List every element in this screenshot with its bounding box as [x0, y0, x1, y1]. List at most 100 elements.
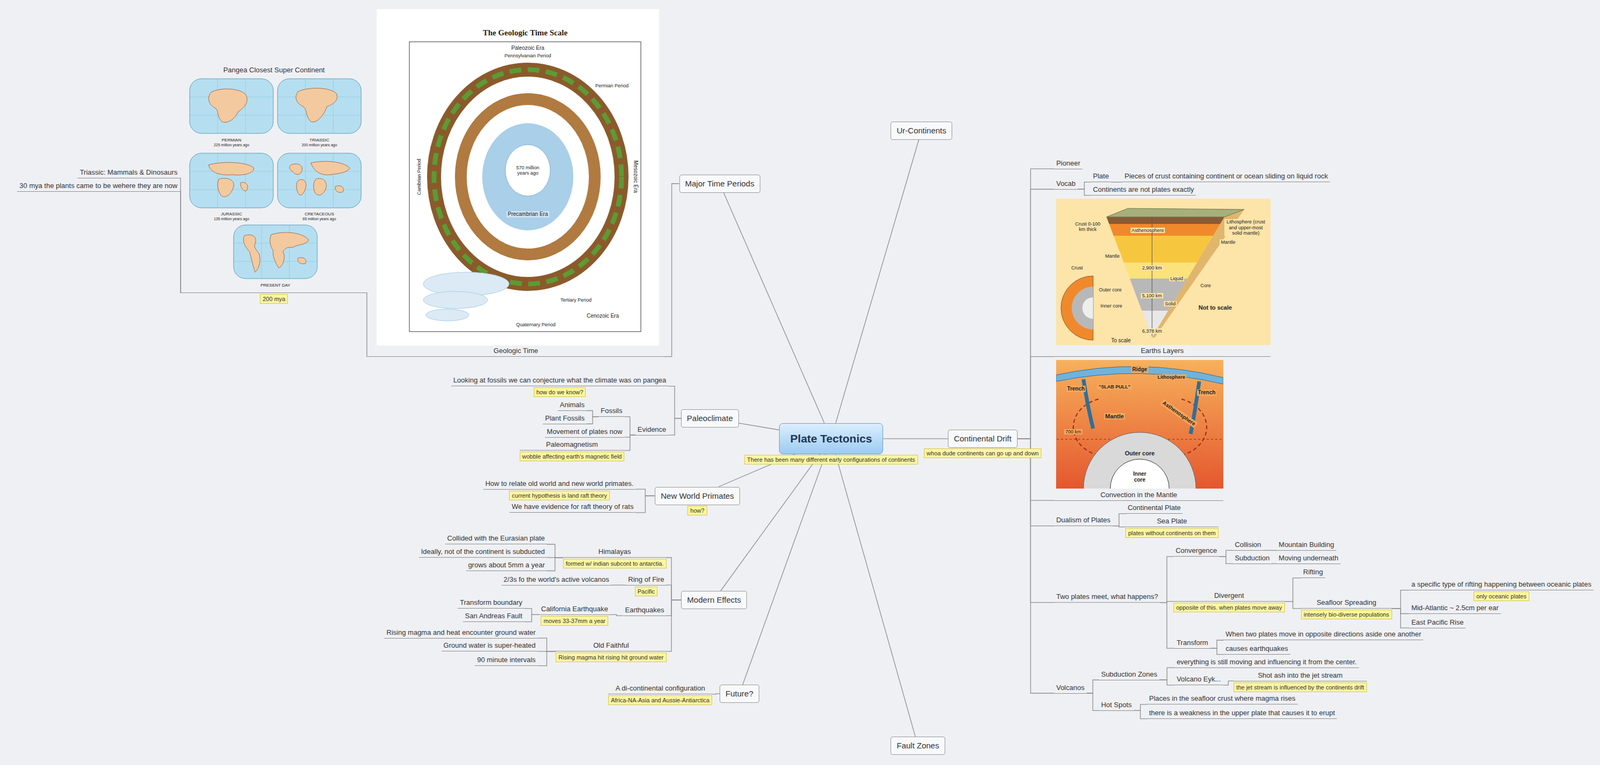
topic-text: East Pacific Rise: [1409, 616, 1467, 629]
continent: [296, 179, 306, 196]
subtopic: Geologic Time: [367, 345, 665, 357]
branch-line: [611, 585, 627, 586]
branch-line: [668, 386, 682, 419]
world-map: [189, 78, 274, 134]
subtopic: Volcanos: [1053, 682, 1087, 694]
topic-text: Two plates meet, what happens?: [1053, 591, 1161, 603]
subtopic: 2/3s fo the world's active volcanos: [501, 573, 612, 586]
subtopic: Ground water is super-heated: [441, 639, 538, 652]
figure-label: 700 km: [1064, 429, 1083, 435]
subtopic: Subduction: [1232, 552, 1272, 565]
topic-label: current hypothesis is land raft theory: [509, 490, 610, 501]
vegetation-ring: [434, 69, 622, 284]
topic-text: Continental Drift: [953, 434, 1012, 444]
branch-line: [1160, 602, 1175, 649]
branch-line: [1160, 556, 1174, 603]
figure-frame: [409, 41, 641, 332]
topic-text: San Andreas Fault: [462, 610, 525, 623]
figure-label: 5,100 km: [1140, 293, 1163, 299]
branch-line: [1219, 550, 1233, 557]
figure-label: PRESENT DAY: [259, 282, 292, 288]
topic-text: Old Faithful: [555, 639, 667, 652]
figure-label: Solid: [1163, 301, 1177, 307]
map-ocean: [277, 78, 362, 134]
figure-label: To scale: [1110, 337, 1133, 345]
figure-ground: [376, 9, 660, 346]
branch-line: [537, 651, 557, 667]
figure-label: 225 million years ago: [212, 143, 251, 148]
topic-label: how?: [687, 505, 707, 516]
topic-text: Sea Plate: [1125, 515, 1218, 528]
topic-text: Plant Fossils: [542, 412, 587, 425]
topic-text: Rising magma and heat encounter ground w…: [384, 626, 538, 639]
map-ocean: [189, 153, 274, 208]
subtopic: there is a weakness in the upper plate t…: [1146, 707, 1337, 720]
topic-text: Fossils: [598, 405, 625, 417]
figure-label: Liquid: [1169, 275, 1185, 282]
subtopic: Places in the seafloor crust where magma…: [1146, 692, 1298, 705]
subtopic: Mountain Building: [1276, 539, 1336, 551]
branch-line: [1159, 679, 1175, 686]
subtopic: Plate: [1090, 170, 1112, 183]
topic-text: Volcanos: [1053, 682, 1087, 694]
subtopic: Triassic: Mammals & Dinosaurs: [77, 166, 180, 179]
topic-text: Moving underneath: [1276, 552, 1341, 565]
topic-text: Continental Plate: [1125, 502, 1183, 514]
subtopic: Old FaithfulRising magma hit rising hit …: [555, 639, 667, 663]
branch-line: [635, 489, 655, 496]
subtopic: Moving underneath: [1276, 552, 1341, 565]
geologic-time-figure: [376, 9, 660, 346]
branch-line: [547, 557, 564, 572]
subtopic: 30 mya the plants came to be wehere they…: [17, 180, 180, 192]
map-grid: [189, 78, 274, 134]
figure-label: TRIASSIC: [308, 137, 331, 143]
topic-label: how do we know?: [533, 387, 586, 398]
figure-label: 65 million years ago: [301, 217, 338, 222]
topic-text: Modern Effects: [686, 595, 742, 605]
branch-line: [712, 693, 720, 695]
subtopic: Divergentopposite of this. when plates m…: [1173, 589, 1285, 613]
topic-text: Convergence: [1173, 544, 1220, 557]
pangea-maps: [189, 78, 362, 279]
subtopic: Continental Plate: [1125, 502, 1183, 514]
topic-label: There has been many different early conf…: [744, 454, 918, 465]
subtopic: Seafloor Spreadingintensely bio-diverse …: [1301, 596, 1393, 620]
figure-label: Lithosphere: [1156, 374, 1187, 380]
subtopic: Himalayasformed w/ indian subcont to ant…: [563, 546, 667, 569]
topic-label: whoa dude continents can go up and down: [923, 448, 1042, 459]
branch-line: [524, 614, 540, 622]
subtopic: Mid-Atlantic ~ 2.5cm per ear: [1409, 602, 1501, 615]
figure-label: Crust 0-100 km thick: [1073, 221, 1102, 233]
continent: [270, 232, 309, 268]
topic-text: Convection in the Mantle: [1053, 489, 1224, 502]
subtopic: Rifting: [1301, 566, 1326, 579]
topic-text: Looking at fossils we can conjecture wha…: [451, 374, 669, 387]
branch-line: [1210, 640, 1224, 649]
topic-text: Evidence: [635, 423, 669, 436]
subtopic: Earths Layers: [1053, 345, 1271, 357]
main-topic: Fault Zones: [890, 736, 945, 755]
topic-label: intensely bio-diverse populations: [1301, 609, 1393, 620]
subtopic: We have evidence for raft theory of rats: [509, 501, 636, 513]
branch-line: [624, 435, 635, 451]
figure-label: Mantle: [1103, 253, 1121, 259]
subtopic: Looking at fossils we can conjecture wha…: [451, 374, 669, 398]
subtopic: Two plates meet, what happens?: [1053, 591, 1161, 603]
topic-text: How to relate old world and new world pr…: [483, 477, 637, 490]
subtopic: Transform: [1174, 637, 1211, 649]
figure-label: Not to scale: [1197, 304, 1233, 312]
inner-ring: [460, 99, 595, 255]
branch-line: [1017, 438, 1054, 694]
branch-line: [835, 139, 919, 424]
topic-text: Continents are not plates exactly: [1090, 183, 1197, 196]
branch-line: [1222, 681, 1234, 686]
continent: [295, 88, 338, 123]
branch-line: [666, 585, 682, 601]
map-grid: [277, 78, 362, 134]
subtopic: Pangea Closest Super Continent200 mya: [181, 64, 367, 304]
figure-label: Paleozoic Era: [510, 45, 546, 52]
topic-text: Plate: [1090, 170, 1112, 183]
subtopic: A di-continental configurationAfrica-NA-…: [608, 682, 713, 706]
topic-label: moves 33-37mm a year: [540, 616, 609, 626]
figure-label: Outer core: [1123, 450, 1156, 458]
